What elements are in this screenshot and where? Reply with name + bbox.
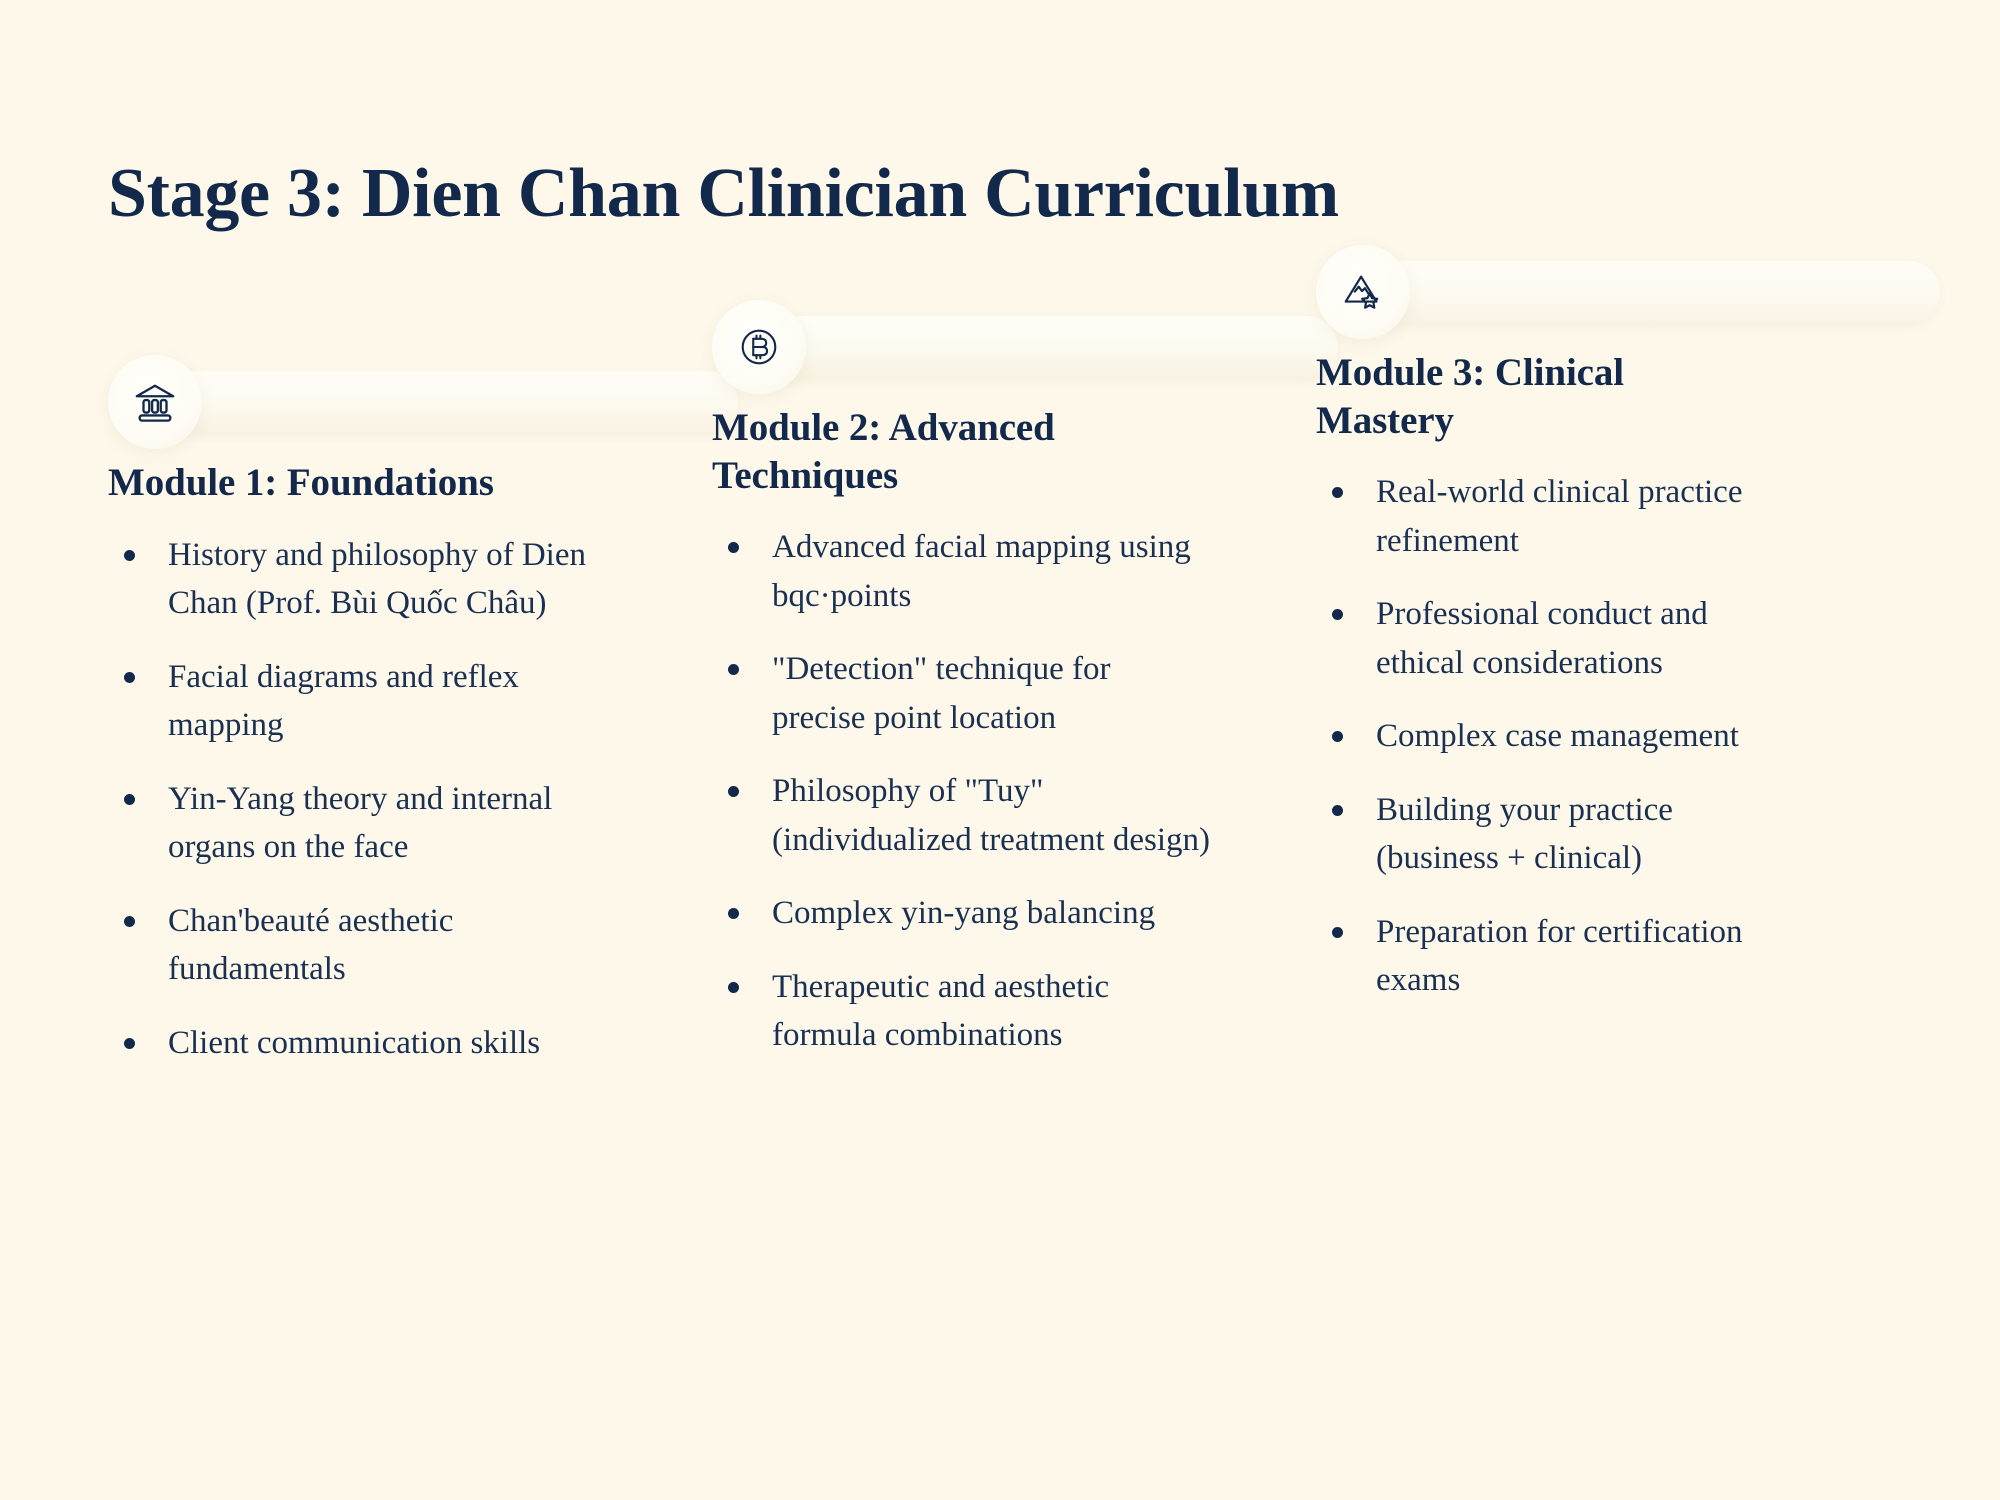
bullet-dot-icon [728, 542, 739, 554]
list-item: Professional conduct and ethical conside… [1316, 590, 1786, 687]
list-item-text: Chan'beauté aesthetic fundamentals [168, 902, 454, 988]
list-item: Complex yin-yang balancing [712, 889, 1212, 938]
list-item: Client communication skills [108, 1019, 608, 1068]
bitcoin-circle-icon [741, 329, 777, 365]
list-item-text: Philosophy of "Tuy" (individualized trea… [772, 773, 1211, 858]
icon-badge-2 [712, 300, 806, 394]
bullet-dot-icon [124, 915, 135, 927]
bullet-dot-icon [728, 664, 739, 676]
module-column-2: Module 2: Advanced Techniques Advanced f… [712, 300, 1338, 1060]
bullet-dot-icon [1332, 487, 1343, 499]
list-item: Complex case management [1316, 712, 1786, 761]
list-item-text: Complex case management [1376, 718, 1739, 755]
list-item: Building your practice (business + clini… [1316, 786, 1786, 883]
module-header-2 [712, 300, 1338, 396]
list-item-text: Advanced facial mapping using bqc·points [772, 529, 1191, 614]
list-item: Advanced facial mapping using bqc·points [712, 523, 1212, 620]
bullet-dot-icon [124, 793, 135, 805]
list-item: Philosophy of "Tuy" (individualized trea… [712, 767, 1212, 864]
icon-badge-1 [108, 355, 202, 449]
list-item-text: Yin-Yang theory and internal organs on t… [168, 780, 553, 866]
decorative-pill-bar [1362, 261, 1940, 323]
list-item: Yin-Yang theory and internal organs on t… [108, 775, 608, 872]
module-header-1 [108, 355, 738, 451]
bullet-dot-icon [1332, 731, 1343, 743]
list-item: History and philosophy of Dien Chan (Pro… [108, 531, 608, 628]
list-item: Facial diagrams and reflex mapping [108, 653, 608, 750]
list-item-text: Complex yin-yang balancing [772, 895, 1156, 932]
mountain-star-icon [1344, 275, 1379, 309]
icon-badge-3 [1316, 245, 1410, 339]
module-bullet-list-2: Advanced facial mapping using bqc·points… [712, 523, 1212, 1060]
decorative-pill-bar [154, 371, 738, 433]
list-item-text: History and philosophy of Dien Chan (Pro… [168, 536, 586, 622]
bullet-dot-icon [124, 1037, 135, 1049]
page-title: Stage 3: Dien Chan Clinician Curriculum [108, 154, 1339, 232]
list-item-text: Client communication skills [168, 1024, 541, 1061]
decorative-pill-bar [758, 316, 1338, 378]
list-item: Preparation for certification exams [1316, 908, 1786, 1005]
module-title-1: Module 1: Foundations [108, 461, 494, 504]
module-column-1: Module 1: Foundations History and philos… [108, 355, 738, 1068]
list-item-text: Professional conduct and ethical conside… [1376, 596, 1708, 681]
bullet-dot-icon [1332, 804, 1343, 816]
module-title-2: Module 2: Advanced Techniques [712, 406, 1055, 497]
module-bullet-list-1: History and philosophy of Dien Chan (Pro… [108, 531, 608, 1068]
list-item-text: Real-world clinical practice refinement [1376, 474, 1743, 559]
bullet-dot-icon [1332, 609, 1343, 621]
list-item: Therapeutic and aesthetic formula combin… [712, 963, 1212, 1060]
module-title-3: Module 3: Clinical Mastery [1316, 351, 1625, 442]
bullet-dot-icon [124, 549, 135, 561]
bank-building-icon [135, 384, 175, 422]
list-item-text: "Detection" technique for precise point … [772, 651, 1111, 736]
module-header-3 [1316, 245, 1940, 341]
bullet-dot-icon [728, 981, 739, 993]
list-item-text: Facial diagrams and reflex mapping [168, 658, 519, 744]
list-item: "Detection" technique for precise point … [712, 645, 1212, 742]
list-item-text: Therapeutic and aesthetic formula combin… [772, 968, 1110, 1054]
bullet-dot-icon [1332, 926, 1343, 938]
list-item-text: Building your practice (business + clini… [1376, 791, 1673, 877]
list-item: Real-world clinical practice refinement [1316, 468, 1786, 565]
list-item: Chan'beauté aesthetic fundamentals [108, 897, 608, 994]
bullet-dot-icon [728, 786, 739, 798]
bullet-dot-icon [728, 908, 739, 920]
module-bullet-list-3: Real-world clinical practice refinement … [1316, 468, 1786, 1005]
list-item-text: Preparation for certification exams [1376, 913, 1743, 999]
bullet-dot-icon [124, 671, 135, 683]
module-column-3: Module 3: Clinical Mastery Real-world cl… [1316, 245, 1940, 1005]
